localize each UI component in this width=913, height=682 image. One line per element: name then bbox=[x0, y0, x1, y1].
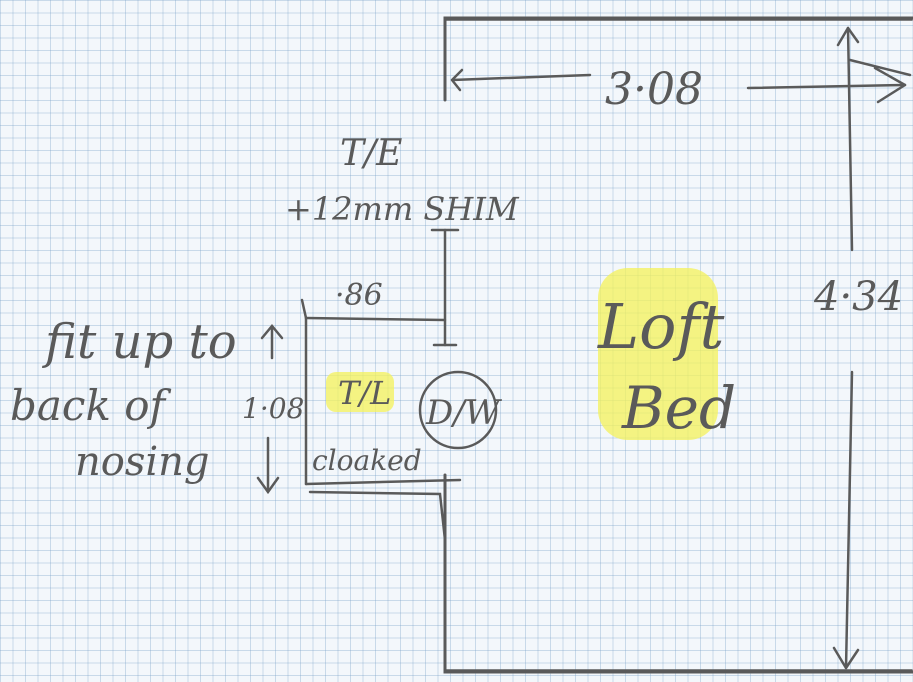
cupboard-sublabel: cloaked bbox=[312, 444, 422, 477]
cupboard-height-arrow bbox=[256, 324, 284, 495]
tile-note-line-1: T/E bbox=[340, 133, 402, 174]
height-dimension-line bbox=[832, 26, 860, 670]
cupboard-label: T/L bbox=[338, 374, 391, 412]
dishwasher-label: D/W bbox=[425, 393, 503, 433]
dishwasher-circle bbox=[418, 370, 498, 450]
note-line-1: fit up to bbox=[42, 314, 237, 370]
width-dimension-line bbox=[450, 58, 912, 104]
note-line-3: nosing bbox=[75, 439, 210, 485]
loft-bed-line-1: Loft bbox=[597, 290, 724, 363]
note-line-2: back of bbox=[10, 381, 172, 430]
highlight-cupboard-label bbox=[326, 372, 394, 412]
room-width-label: 3·08 bbox=[605, 64, 703, 115]
loft-bed-line-2: Bed bbox=[621, 374, 736, 442]
highlight-loft-bed bbox=[598, 268, 718, 440]
room-height-label: 4·34 bbox=[813, 274, 903, 320]
cupboard-outline bbox=[300, 298, 462, 542]
tile-note-line-2: +12mm SHIM bbox=[285, 190, 520, 228]
tile-marker bbox=[430, 228, 460, 347]
cupboard-height-label: 1·08 bbox=[242, 392, 304, 425]
cupboard-width-label: ·86 bbox=[335, 278, 383, 313]
